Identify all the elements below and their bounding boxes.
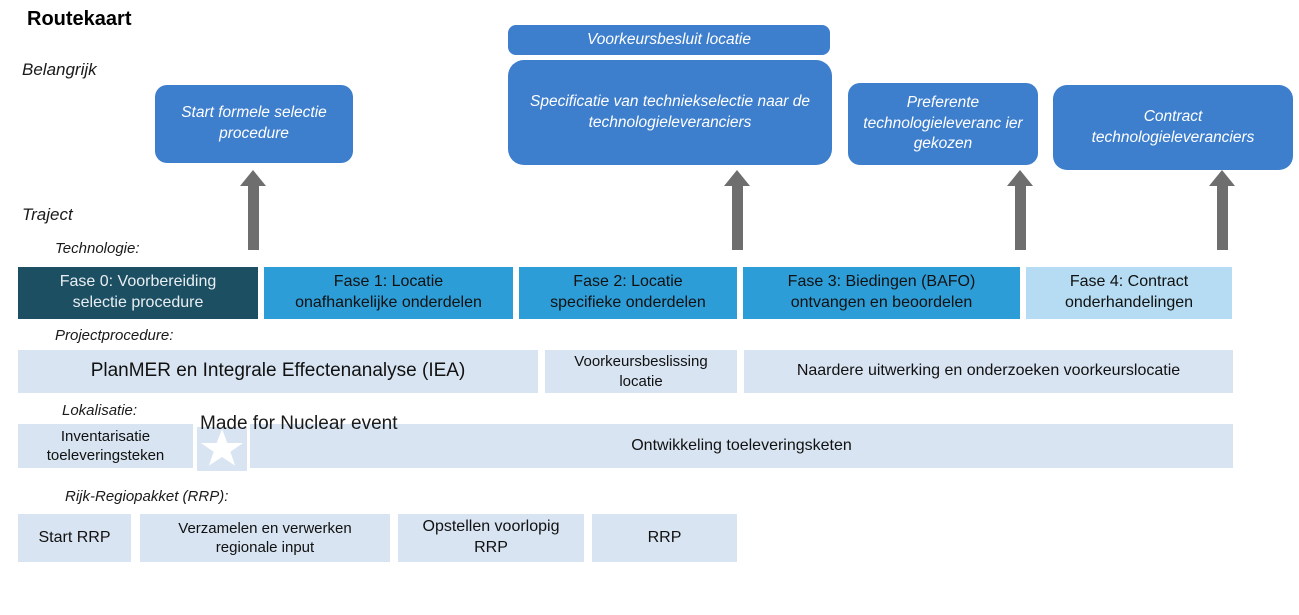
up-arrow-icon: [1007, 170, 1033, 250]
arrow-head: [240, 170, 266, 186]
milestone-contract-leveranciers: Contract technologieleveranciers: [1053, 85, 1293, 170]
label-traject: Traject: [22, 205, 73, 224]
made-for-nuclear-event-label: Made for Nuclear event: [200, 413, 398, 434]
arrow-shaft: [731, 186, 743, 250]
phase-fase4: Fase 4: Contract onderhandelingen: [1026, 267, 1232, 319]
rrp-verzamelen-regionale-input: Verzamelen en verwerken regionale input: [140, 514, 390, 562]
arrow-head: [724, 170, 750, 186]
milestone-voorkeursbesluit-locatie: Voorkeursbesluit locatie: [508, 25, 830, 55]
label-rrp: Rijk-Regiopakket (RRP):: [65, 488, 229, 505]
arrow-shaft: [247, 186, 259, 250]
label-lokalisatie: Lokalisatie:: [62, 402, 138, 419]
event-star-marker: [197, 427, 247, 471]
milestone-preferente-leverancier: Preferente technologieleveranc ier gekoz…: [848, 83, 1038, 165]
phase-fase2: Fase 2: Locatie specifieke onderdelen: [519, 267, 737, 319]
rrp-start: Start RRP: [18, 514, 131, 562]
star-icon: [200, 429, 244, 466]
label-belangrijk: Belangrijk: [22, 60, 97, 79]
label-technologie: Technologie:: [55, 240, 140, 257]
arrow-head: [1007, 170, 1033, 186]
up-arrow-icon: [240, 170, 266, 250]
rrp-opstellen-voorlopig: Opstellen voorlopig RRP: [398, 514, 584, 562]
proc-planmer-iea: PlanMER en Integrale Effectenanalyse (IE…: [18, 350, 538, 393]
arrow-shaft: [1014, 186, 1026, 250]
proc-nadere-uitwerking: Naardere uitwerking en onderzoeken voork…: [744, 350, 1233, 393]
arrow-shaft: [1216, 186, 1228, 250]
rrp-rrp: RRP: [592, 514, 737, 562]
arrow-head: [1209, 170, 1235, 186]
lok-ontwikkeling-toeleveringsketen: Ontwikkeling toeleveringsketen: [250, 424, 1233, 468]
milestone-specificatie-techniekselectie: Specificatie van techniekselectie naar d…: [508, 60, 832, 165]
up-arrow-icon: [1209, 170, 1235, 250]
page-title: Routekaart: [27, 8, 132, 30]
phase-fase0: Fase 0: Voorbereiding selectie procedure: [18, 267, 258, 319]
milestone-start-formele-selectie: Start formele selectie procedure: [155, 85, 353, 163]
phase-fase1: Fase 1: Locatie onafhankelijke onderdele…: [264, 267, 513, 319]
proc-voorkeursbeslissing-locatie: Voorkeursbeslissing locatie: [545, 350, 737, 393]
phase-fase3: Fase 3: Biedingen (BAFO) ontvangen en be…: [743, 267, 1020, 319]
up-arrow-icon: [724, 170, 750, 250]
lok-inventarisatie-toeleveringsketen: Inventarisatie toeleveringsteken: [18, 424, 193, 468]
label-projectprocedure: Projectprocedure:: [55, 327, 174, 344]
